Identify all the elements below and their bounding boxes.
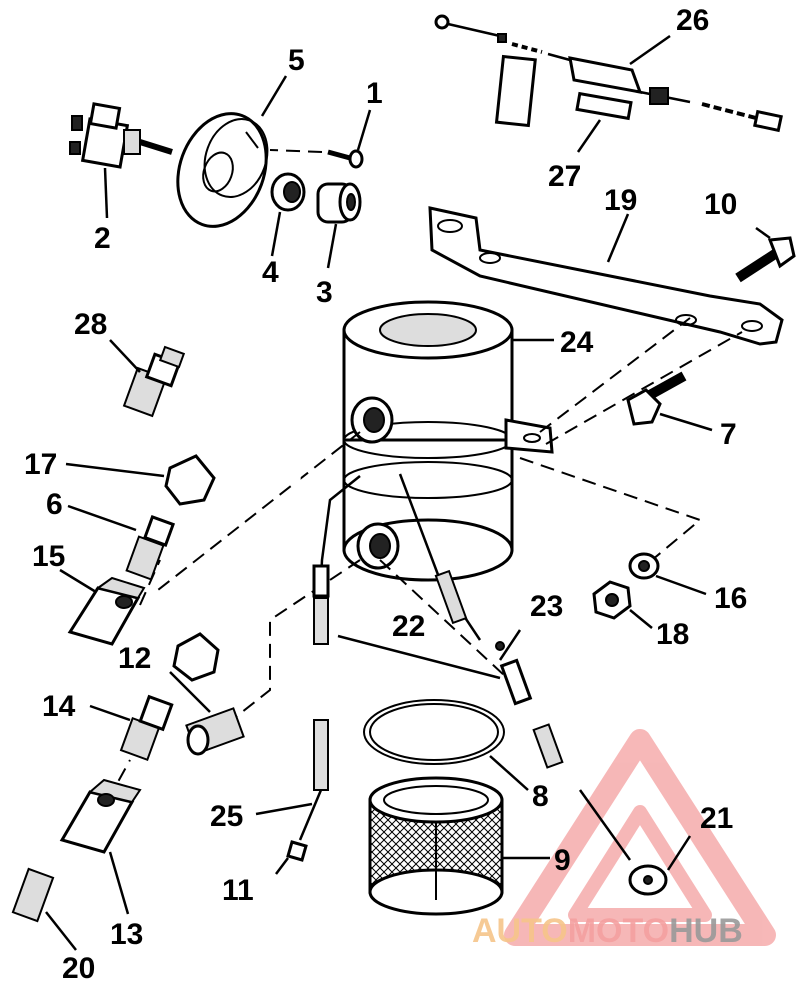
- callout-17: 17: [24, 448, 57, 481]
- callout-14: 14: [42, 690, 76, 723]
- callout-11: 11: [222, 874, 254, 907]
- callout-labels: 1 2 3 4 5 6 7 8 9 10 11 12 13 14 15 16 1…: [24, 4, 747, 985]
- nut-part-18: [592, 580, 653, 629]
- adapter-part-13: [59, 778, 142, 915]
- callout-13: 13: [110, 918, 143, 951]
- watermark-part3: HUB: [669, 912, 743, 950]
- callout-26: 26: [676, 4, 709, 37]
- screw-part: [269, 109, 372, 169]
- bolt-part-10: [735, 226, 796, 283]
- fuse-holder-harness: [434, 14, 783, 153]
- bolt-part-7: [626, 371, 713, 432]
- watermark-logo: [504, 729, 776, 946]
- callout-16: 16: [714, 582, 747, 615]
- fuel-pump-body: [342, 300, 554, 582]
- callout-28: 28: [74, 308, 107, 341]
- o-ring-part-8: [363, 699, 529, 791]
- callout-2: 2: [94, 222, 111, 255]
- fitting-part-14: [89, 694, 174, 762]
- callout-5: 5: [288, 44, 305, 77]
- nut-part-4: [270, 172, 306, 257]
- callout-22: 22: [392, 610, 425, 643]
- callout-18: 18: [656, 618, 689, 651]
- mounting-bracket: [428, 206, 784, 346]
- washer-part-16: [628, 552, 707, 596]
- callout-12: 12: [118, 642, 151, 675]
- adapter-part-15: [59, 568, 146, 646]
- callout-24: 24: [560, 326, 594, 359]
- dial-plate-part: [176, 75, 288, 228]
- fitting-part-12: [169, 671, 245, 756]
- callout-9: 9: [554, 844, 571, 877]
- stud-part-20: [11, 867, 77, 951]
- toggle-switch-part: [69, 102, 173, 219]
- watermark-part1: AUTO: [472, 912, 568, 950]
- watermark-text: AUTOMOTOHUB: [472, 912, 743, 950]
- callout-8: 8: [532, 780, 549, 813]
- fitting-part-28: [109, 339, 186, 418]
- callout-10: 10: [704, 188, 737, 221]
- callout-27: 27: [548, 160, 581, 193]
- callout-1: 1: [366, 77, 383, 110]
- callout-23: 23: [530, 590, 563, 623]
- wire-harness: [255, 473, 692, 896]
- callout-6: 6: [46, 488, 63, 521]
- bushing-part-3: [316, 182, 362, 269]
- callout-20: 20: [62, 952, 95, 985]
- callout-7: 7: [720, 418, 737, 451]
- callout-19: 19: [604, 184, 637, 217]
- fitting-part-6: [67, 504, 176, 581]
- callout-15: 15: [32, 540, 65, 573]
- callout-25: 25: [210, 800, 243, 833]
- fuel-line-part: [65, 406, 301, 682]
- callout-3: 3: [316, 276, 333, 309]
- callout-4: 4: [262, 256, 279, 289]
- callout-21: 21: [700, 802, 733, 835]
- filter-screen-part-9: [368, 776, 550, 916]
- watermark-part2: MOTO: [568, 912, 669, 950]
